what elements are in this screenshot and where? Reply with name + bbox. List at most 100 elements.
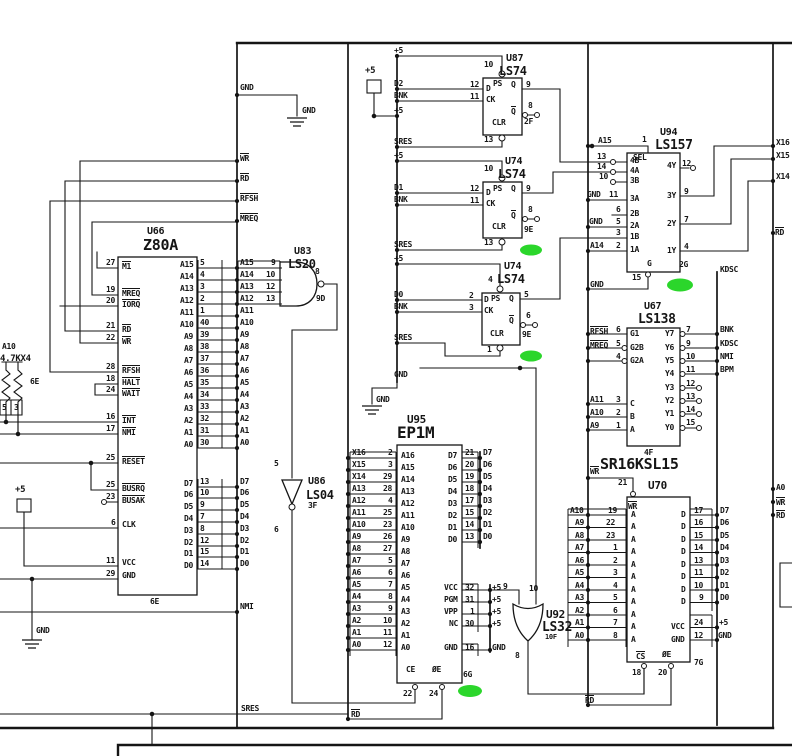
label-3: 3: [388, 460, 393, 469]
label-a: A: [631, 597, 636, 606]
label-40: 40: [200, 318, 210, 327]
label-28: 28: [383, 484, 393, 493]
label-10: 10: [484, 164, 494, 173]
label-d1: D1: [240, 547, 250, 556]
label-a: A: [631, 510, 636, 519]
label-13: 13: [484, 238, 494, 247]
label-vcc: VCC: [444, 583, 458, 592]
label-a14: A14: [401, 475, 415, 484]
label-gnd: GND: [587, 190, 601, 199]
label-gnd: GND: [589, 217, 603, 226]
label-18: 18: [465, 484, 475, 493]
label-d4: D4: [448, 487, 458, 496]
label-d7: D7: [448, 451, 458, 460]
label-13: 13: [200, 477, 210, 486]
label-18: 18: [632, 668, 642, 677]
label-9: 9: [684, 187, 689, 196]
label-d0: D0: [483, 532, 493, 541]
label-11: 11: [383, 628, 393, 637]
label-32: 32: [465, 583, 475, 592]
label-+5: +5: [394, 46, 404, 55]
label-38: 38: [200, 342, 210, 351]
label-+5: +5: [719, 618, 729, 627]
u74a-part: LS74: [498, 167, 526, 181]
label-12: 12: [686, 379, 696, 388]
label-clk: CLK: [122, 520, 136, 529]
label-d3: D3: [448, 499, 458, 508]
label-2: 2: [613, 556, 618, 565]
label-d5: D5: [483, 472, 493, 481]
label-6: 6: [616, 205, 621, 214]
label-12: 12: [266, 282, 276, 291]
label-8: 8: [200, 524, 205, 533]
label-a5: A5: [575, 568, 585, 577]
label-4: 4: [488, 275, 493, 284]
label-a0: A0: [401, 643, 411, 652]
label-y3: Y3: [665, 383, 675, 392]
label-6: 6: [616, 325, 621, 334]
label-ck: CK: [484, 306, 494, 315]
label-a10: A10: [590, 408, 604, 417]
label-a12: A12: [401, 499, 415, 508]
label-9: 9: [699, 593, 704, 602]
label-1a: 1A: [630, 245, 640, 254]
label-11: 11: [609, 190, 619, 199]
label-rd: RD: [775, 227, 785, 237]
label-d0: D0: [240, 559, 250, 568]
label-3: 3: [200, 282, 205, 291]
label-rd: RD: [122, 324, 132, 334]
label-gnd: GND: [671, 635, 685, 644]
label-a10: A10: [570, 506, 584, 515]
label-2: 2: [616, 241, 621, 250]
label-vcc: VCC: [122, 558, 136, 567]
label-9: 9: [200, 500, 205, 509]
label-a11: A11: [590, 395, 604, 404]
label-d: D: [681, 522, 686, 531]
highlight-oval: [667, 278, 693, 292]
label-d1: D1: [720, 581, 730, 590]
label-+5: +5: [492, 619, 502, 628]
label-x14: X14: [776, 172, 790, 181]
label-a15: A15: [240, 258, 254, 267]
u92-loc: 10F: [545, 633, 557, 641]
label-22: 22: [403, 689, 413, 698]
label-35: 35: [200, 378, 210, 387]
label-y0: Y0: [665, 423, 675, 432]
label-10: 10: [694, 581, 704, 590]
u74a-loc: 9E: [524, 225, 534, 234]
label-a2: A2: [575, 606, 585, 615]
label-gnd: GND: [492, 643, 506, 652]
label-a3: A3: [352, 604, 362, 613]
label-27: 27: [106, 258, 116, 267]
label-a16: A16: [401, 451, 415, 460]
label-9: 9: [526, 80, 531, 89]
label-d: D: [681, 585, 686, 594]
label-reset: RESET: [122, 456, 145, 466]
label-d7: D7: [184, 479, 194, 488]
label-d: D: [681, 535, 686, 544]
label-1: 1: [613, 543, 618, 552]
label-a5: A5: [240, 378, 250, 387]
label-wr: WR: [122, 336, 132, 346]
label-a7: A7: [184, 356, 194, 365]
gnd-bus-label: GND: [240, 83, 254, 92]
label-22: 22: [606, 518, 616, 527]
label-+5: +5: [492, 583, 502, 592]
label-+5: +5: [492, 595, 502, 604]
label-a13: A13: [401, 487, 415, 496]
label-13: 13: [694, 556, 704, 565]
label-15: 15: [694, 531, 704, 540]
label-a: A: [631, 547, 636, 556]
label-3: 3: [613, 568, 618, 577]
label-3: 3: [616, 395, 621, 404]
label-d: D: [681, 597, 686, 606]
label-14: 14: [694, 543, 704, 552]
label-9: 9: [503, 582, 508, 591]
u74a-ref: U74: [505, 156, 523, 167]
label-3: 3: [14, 403, 19, 412]
label-e: ØE: [432, 665, 442, 674]
label-39: 39: [200, 330, 210, 339]
u83-loc: 9D: [316, 294, 326, 303]
